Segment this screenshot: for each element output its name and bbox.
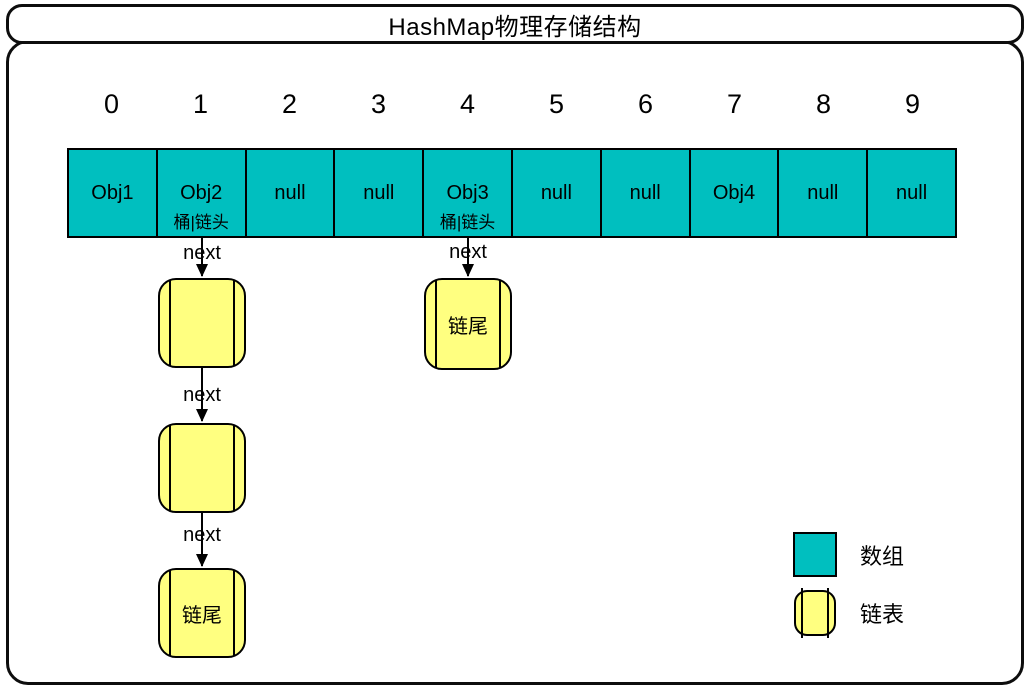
node-label: 链尾 [182, 604, 222, 627]
node-side-line [233, 280, 235, 366]
next-label: next [183, 524, 221, 546]
cell-sublabel: 桶|链头 [173, 213, 229, 232]
array-cell-8: null [777, 150, 867, 236]
array-cell-1: Obj2 桶|链头 [155, 150, 245, 236]
node-label: 链尾 [448, 315, 488, 338]
array-cell-3: null [333, 150, 423, 236]
cell-value: null [807, 181, 839, 204]
cell-value: null [363, 181, 395, 204]
index-label-2: 2 [281, 88, 298, 119]
array-cell-6: null [599, 150, 689, 236]
cell-value: Obj3 [446, 181, 489, 204]
index-label-0: 0 [103, 88, 120, 119]
legend-linked-list-swatch [794, 588, 836, 638]
node-label [160, 425, 244, 511]
cell-value: Obj1 [91, 181, 134, 204]
array-cell-5: null [510, 150, 600, 236]
list-node [158, 423, 246, 513]
legend-array-label: 数组 [860, 543, 905, 569]
cell-value: null [896, 181, 928, 204]
array-cell-0: Obj1 [69, 150, 156, 236]
next-label: next [183, 242, 221, 264]
list-node-tail: 链尾 [424, 278, 512, 370]
index-label-5: 5 [548, 88, 565, 119]
array-cell-4: Obj3 桶|链头 [422, 150, 511, 236]
node-side-line [169, 280, 171, 366]
cell-value: null [629, 181, 661, 204]
cell-sublabel: 桶|链头 [439, 213, 496, 232]
cell-value: Obj2 [180, 181, 223, 204]
next-label: next [449, 241, 487, 263]
node-label [160, 280, 244, 366]
cell-value: Obj4 [712, 181, 756, 204]
node-side-line [233, 570, 235, 656]
node-side-line [801, 588, 803, 638]
array-cell-2: null [244, 150, 334, 236]
index-label-9: 9 [904, 88, 921, 119]
hash-array: Obj1 Obj2 桶|链头 null null Obj3 桶|链头 null … [67, 148, 957, 238]
array-cell-9: null [866, 150, 955, 236]
array-index-row: 0 1 2 3 4 5 6 7 8 9 [67, 86, 957, 122]
legend-array-swatch [793, 532, 837, 577]
legend-linked-list-label: 链表 [860, 602, 905, 627]
node-side-line [435, 280, 437, 368]
diagram-title-bar: HashMap物理存储结构 [6, 4, 1024, 44]
cell-value: null [540, 181, 572, 204]
index-label-3: 3 [370, 88, 387, 119]
next-label: next [183, 384, 221, 406]
node-side-line [499, 280, 501, 368]
node-side-line [169, 570, 171, 656]
node-side-line [233, 425, 235, 511]
array-cell-7: Obj4 [688, 150, 778, 236]
node-side-line [169, 425, 171, 511]
diagram-title: HashMap物理存储结构 [388, 13, 642, 41]
node-side-line [827, 588, 829, 638]
list-node [158, 278, 246, 368]
index-label-1: 1 [192, 88, 209, 119]
cell-value: null [274, 181, 306, 204]
index-label-6: 6 [637, 88, 654, 119]
index-label-7: 7 [726, 88, 743, 119]
index-label-4: 4 [459, 88, 476, 119]
list-node-tail: 链尾 [158, 568, 246, 658]
index-label-8: 8 [815, 88, 832, 119]
